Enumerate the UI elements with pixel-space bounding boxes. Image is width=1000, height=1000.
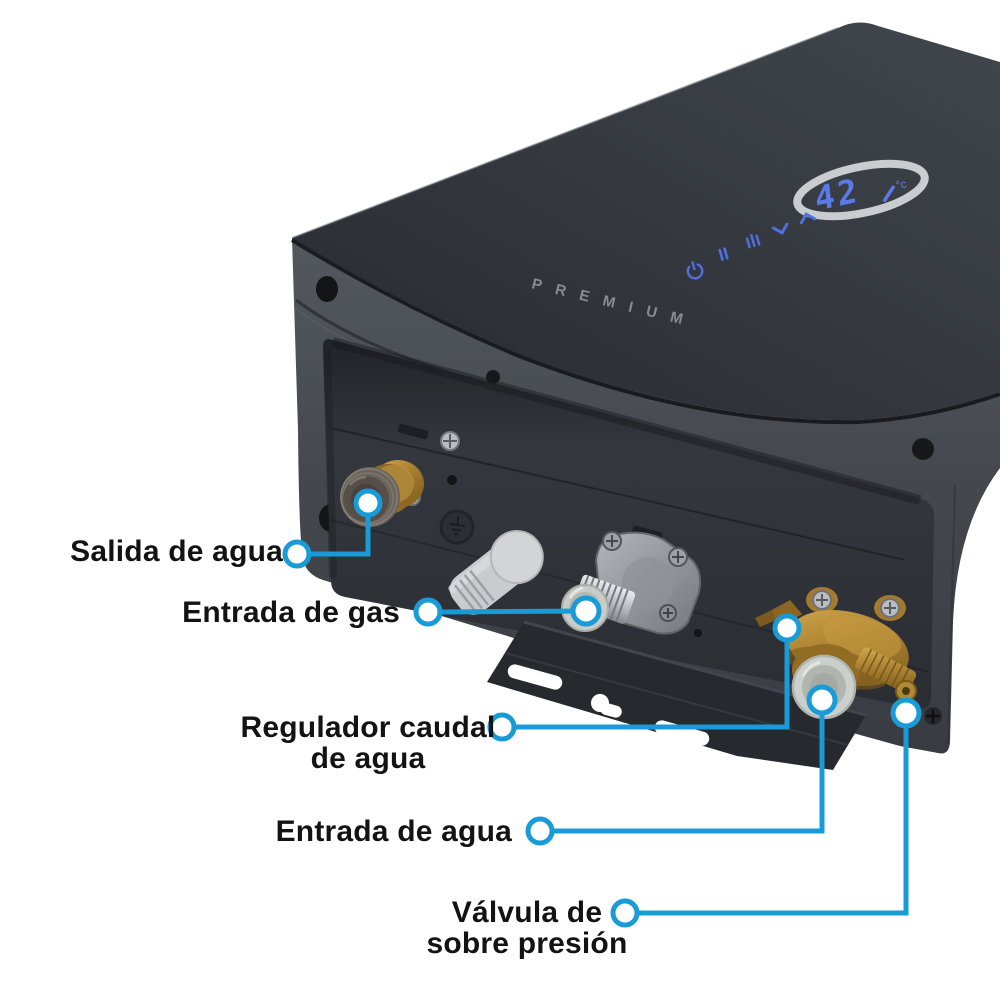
mode-icon xyxy=(718,247,729,261)
callout-label-text: Salida de agua xyxy=(70,535,283,568)
fan-speed-icon xyxy=(745,234,761,249)
temp-down-icon xyxy=(771,222,789,235)
callout-label-text: Entrada de gas xyxy=(182,596,400,629)
callout-label-text: Válvula de xyxy=(451,896,603,929)
callout-label-text: sobre presión xyxy=(426,927,628,960)
callout-label-entrada-de-agua: Entrada de agua xyxy=(276,816,512,847)
callout-label-text: Entrada de agua xyxy=(275,815,512,848)
callout-line-entrada-de-gas xyxy=(439,608,587,615)
valve-screw-left xyxy=(812,590,832,610)
flange-hole-top-left xyxy=(316,276,338,302)
body-screw-bottom-right xyxy=(924,707,942,725)
callout-ring-entrada-de-agua xyxy=(525,816,555,846)
callout-ring-valvula xyxy=(610,898,640,928)
body-small-hole xyxy=(486,370,500,384)
temperature-unit: °c xyxy=(894,177,907,193)
gas-flange-screw-2 xyxy=(668,547,688,567)
glass-edge-highlight xyxy=(291,27,839,239)
glass-face xyxy=(292,22,1000,421)
body-crease-dark xyxy=(295,298,449,374)
valve-lever-arm xyxy=(755,610,776,627)
bracket-plate xyxy=(487,622,866,770)
callout-label-text: Regulador caudal xyxy=(240,711,496,744)
callout-label-text: de agua xyxy=(310,742,426,775)
callout-ring-regulador xyxy=(487,712,517,742)
callout-label-valvula-de-sobre-presion: Válvula de sobre presión xyxy=(392,897,662,959)
flange-hole-right xyxy=(912,438,934,460)
callout-label-regulador-caudal-de-agua: Regulador caudal de agua xyxy=(238,712,498,774)
callout-label-entrada-de-gas: Entrada de gas xyxy=(182,597,400,628)
touch-icon-row xyxy=(686,212,817,280)
glass-front-seam xyxy=(290,238,1000,425)
callout-markers xyxy=(282,488,922,928)
callout-line-regulador xyxy=(514,633,790,730)
bracket-keyhole xyxy=(591,694,622,718)
display-slash xyxy=(882,185,896,203)
panel-seam-upper xyxy=(330,427,906,561)
power-icon xyxy=(686,261,704,280)
bracket-slot-left xyxy=(507,664,563,690)
panel-pilot-hole xyxy=(447,475,457,485)
callout-line-salida-de-agua xyxy=(309,508,371,557)
valve-screw-right xyxy=(880,598,900,618)
callout-ring-salida-de-agua xyxy=(282,539,312,569)
callout-dot-valvula xyxy=(890,697,922,729)
callout-dot-regulador xyxy=(772,613,802,643)
callout-ring-entrada-de-gas xyxy=(413,597,443,627)
recess-left-shadow xyxy=(323,349,337,579)
gas-flange-screw-1 xyxy=(602,531,622,551)
temperature-readout: 42 xyxy=(813,170,862,218)
valve-knurled-stem xyxy=(855,647,917,693)
ground-symbol xyxy=(439,509,475,545)
drain-elbow xyxy=(448,530,544,615)
callout-line-valvula xyxy=(637,718,909,916)
callout-line-entrada-de-agua xyxy=(552,705,825,834)
body-side-seam xyxy=(947,484,956,746)
callout-label-salida-de-agua: Salida de agua xyxy=(70,536,283,567)
bracket-bend-line xyxy=(504,652,849,746)
temp-up-icon xyxy=(799,212,817,225)
callout-dot-salida-de-agua xyxy=(353,488,383,518)
panel-pilot-hole-3 xyxy=(694,629,702,637)
panel-screw xyxy=(440,431,460,451)
callout-dot-entrada-de-gas xyxy=(570,595,602,627)
panel-hinge-tab-left xyxy=(397,423,429,440)
callout-lines xyxy=(309,508,909,916)
control-display: 42 °c xyxy=(793,159,929,221)
recess-top-shadow xyxy=(331,337,922,505)
gas-flange-screw-3 xyxy=(659,604,677,622)
display-ring xyxy=(793,159,929,221)
glass-top-panel: PREMIUM 42 °c xyxy=(290,22,1000,425)
callout-dot-entrada-de-agua xyxy=(806,684,838,716)
